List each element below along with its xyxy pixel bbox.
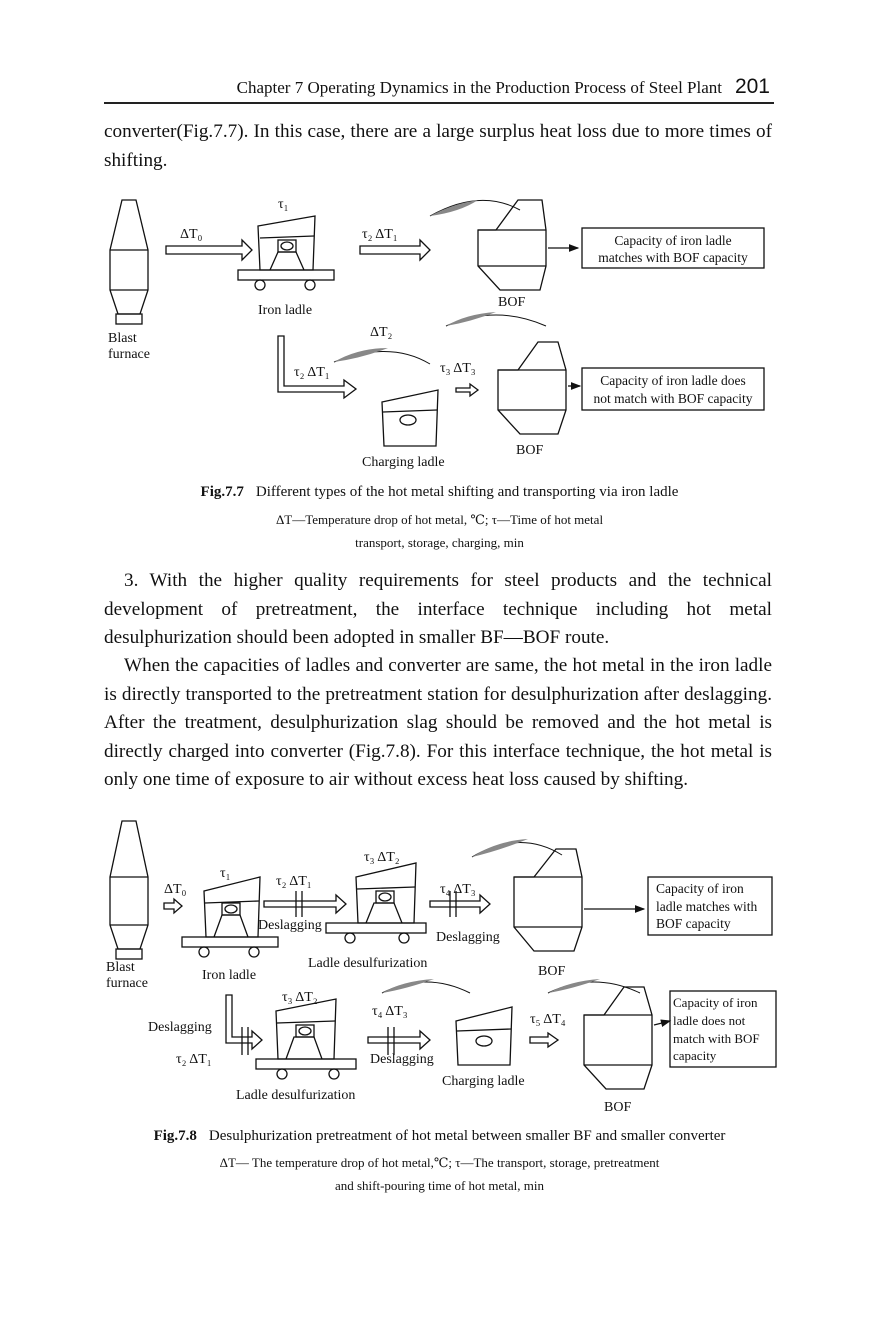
figure-7-7: ΔT₀ τ₁ τ₂ ΔT₁ Iron ladle BOF Blast furna… <box>108 197 765 470</box>
charging-ladle-icon <box>455 1006 513 1066</box>
pour-arrow-mid-icon <box>381 979 471 994</box>
label-tau2-dt1-top: τ₂ ΔT₁ <box>362 227 398 242</box>
paragraph-3: When the capacities of ladles and conver… <box>104 655 772 790</box>
pour-arrow-top-icon <box>471 839 563 858</box>
arrow-deslagging-2-icon <box>429 891 491 917</box>
box1-line2: ladle matches with <box>656 899 757 914</box>
label-tau2-dt1-top: τ₂ ΔT₁ <box>276 874 312 889</box>
label-tau1: τ₁ <box>278 197 289 212</box>
label-tau2-dt1-bottom: τ₂ ΔT₁ <box>176 1052 212 1067</box>
fig7-7-legend-1: ΔT—Temperature drop of hot metal, ℃; τ—T… <box>275 512 604 527</box>
bof-bottom-icon <box>497 341 567 435</box>
label-deslagging-2: Deslagging <box>436 930 500 945</box>
arrow-dt0-icon <box>163 897 183 915</box>
arrow-deslagging-bottom-icon <box>367 1027 431 1055</box>
label-bof-bottom: BOF <box>516 443 543 458</box>
label-tau1: τ₁ <box>220 866 231 881</box>
arrow-tau5-icon <box>529 1031 560 1049</box>
label-ladle-desulf-bottom: Ladle desulfurization <box>236 1088 355 1103</box>
pour-arrow-right-icon <box>547 979 641 994</box>
fig7-8-caption-label: Fig.7.8 <box>153 1128 197 1144</box>
fig7-8-legend-2: and shift-pouring time of hot metal, min <box>334 1178 545 1193</box>
label-deslagging-left: Deslagging <box>148 1020 212 1035</box>
label-blast-furnace-1: Blast <box>108 331 137 346</box>
arrow-deslagging-1-icon <box>263 891 347 917</box>
fig7-7-caption-text: Different types of the hot metal shiftin… <box>255 484 679 500</box>
label-charging-ladle: Charging ladle <box>362 455 445 470</box>
label-tau4-dt3-top: τ₄ ΔT₃ <box>440 882 476 897</box>
box-matches-bof <box>581 227 765 269</box>
fig7-8-legend-1: ΔT— The temperature drop of hot metal,℃;… <box>219 1155 660 1170</box>
box2-line2: not match with BOF capacity <box>594 391 753 406</box>
fig7-7-caption: Fig.7.7 Different types of the hot metal … <box>0 484 879 501</box>
fig7-8-caption: Fig.7.8 Desulphurization pretreatment of … <box>0 1128 879 1145</box>
label-tau5-dt4: τ₅ ΔT₄ <box>530 1012 566 1027</box>
bof-top-icon <box>513 848 583 952</box>
paragraph-1: converter(Fig.7.7). In this case, there … <box>104 121 772 171</box>
label-iron-ladle: Iron ladle <box>202 968 256 983</box>
label-tau4-dt3-bottom: τ₄ ΔT₃ <box>372 1004 408 1019</box>
arrow-l-route-icon <box>277 335 358 400</box>
bof-bottom-icon <box>583 986 653 1090</box>
label-bof-bottom: BOF <box>604 1100 631 1115</box>
label-iron-ladle: Iron ladle <box>258 303 312 318</box>
box2-line1: Capacity of iron ladle does <box>600 373 745 388</box>
fig7-7-caption-label: Fig.7.7 <box>200 484 244 500</box>
label-tau3-dt2-bottom: τ₃ ΔT₂ <box>282 990 318 1005</box>
box1-line1: Capacity of iron <box>656 881 744 896</box>
box2-line3: match with BOF <box>673 1031 760 1046</box>
box1-line2: matches with BOF capacity <box>598 250 748 265</box>
arrow-tau2-top-icon <box>359 238 431 262</box>
label-dt0: ΔT₀ <box>164 882 187 897</box>
box-not-match-bof <box>581 367 765 411</box>
box1-line1: Capacity of iron ladle <box>614 233 731 248</box>
ladle-desulfurization-bottom-icon <box>255 998 357 1080</box>
running-header: Chapter 7 Operating Dynamics in the Prod… <box>104 75 774 104</box>
pour-arrow-mid-icon <box>445 312 547 327</box>
label-tau3-dt3: τ₃ ΔT₃ <box>440 361 476 376</box>
box2-line2: ladle does not <box>673 1013 746 1028</box>
label-deslagging-bottom: Deslagging <box>370 1052 434 1067</box>
label-ladle-desulf-top: Ladle desulfurization <box>308 956 427 971</box>
label-tau3-dt2-top: τ₃ ΔT₂ <box>364 850 400 865</box>
box1-line3: BOF capacity <box>656 916 731 931</box>
iron-ladle-icon <box>181 876 279 958</box>
blast-furnace-icon <box>109 820 149 960</box>
arrow-to-box2-icon <box>653 1019 672 1027</box>
fig7-7-legend-2: transport, storage, charging, min <box>355 535 524 550</box>
label-blast-furnace-2: furnace <box>106 976 148 991</box>
paragraph-2: 3. With the higher quality requirements … <box>104 570 772 648</box>
label-bof-top: BOF <box>538 964 565 979</box>
figure-7-8: τ₁ ΔT₀ τ₂ ΔT₁ τ₃ ΔT₂ τ₄ ΔT₃ Deslagging D… <box>106 820 777 1115</box>
label-dt2: ΔT₂ <box>370 325 393 340</box>
box-matches-bof <box>647 876 773 936</box>
fig7-8-caption-text: Desulphurization pretreatment of hot met… <box>208 1128 726 1144</box>
ladle-desulfurization-top-icon <box>325 862 427 944</box>
pour-arrow-top-icon <box>429 199 521 217</box>
charging-ladle-icon <box>381 389 439 447</box>
chapter-title: Chapter 7 Operating Dynamics in the Prod… <box>236 78 722 97</box>
box2-line1: Capacity of iron <box>673 995 758 1010</box>
arrow-dt0-icon <box>165 238 253 262</box>
label-tau2-dt1-bottom: τ₂ ΔT₁ <box>294 365 330 380</box>
blast-furnace-icon <box>109 199 149 325</box>
page-number: 201 <box>734 75 770 98</box>
label-blast-furnace-1: Blast <box>106 960 135 975</box>
label-bof-top: BOF <box>498 295 525 310</box>
box2-line4: capacity <box>673 1048 717 1063</box>
arrow-tau3-icon <box>455 382 480 398</box>
label-blast-furnace-2: furnace <box>108 347 150 362</box>
box-not-match-bof <box>669 990 777 1068</box>
label-dt0: ΔT₀ <box>180 227 203 242</box>
label-deslagging-1: Deslagging <box>258 918 322 933</box>
pour-arrow-bottom-icon <box>333 348 431 365</box>
arrow-l-deslagging-icon <box>225 994 263 1055</box>
iron-ladle-icon <box>237 215 335 291</box>
label-charging-ladle: Charging ladle <box>442 1074 525 1089</box>
bof-top-icon <box>477 199 547 291</box>
